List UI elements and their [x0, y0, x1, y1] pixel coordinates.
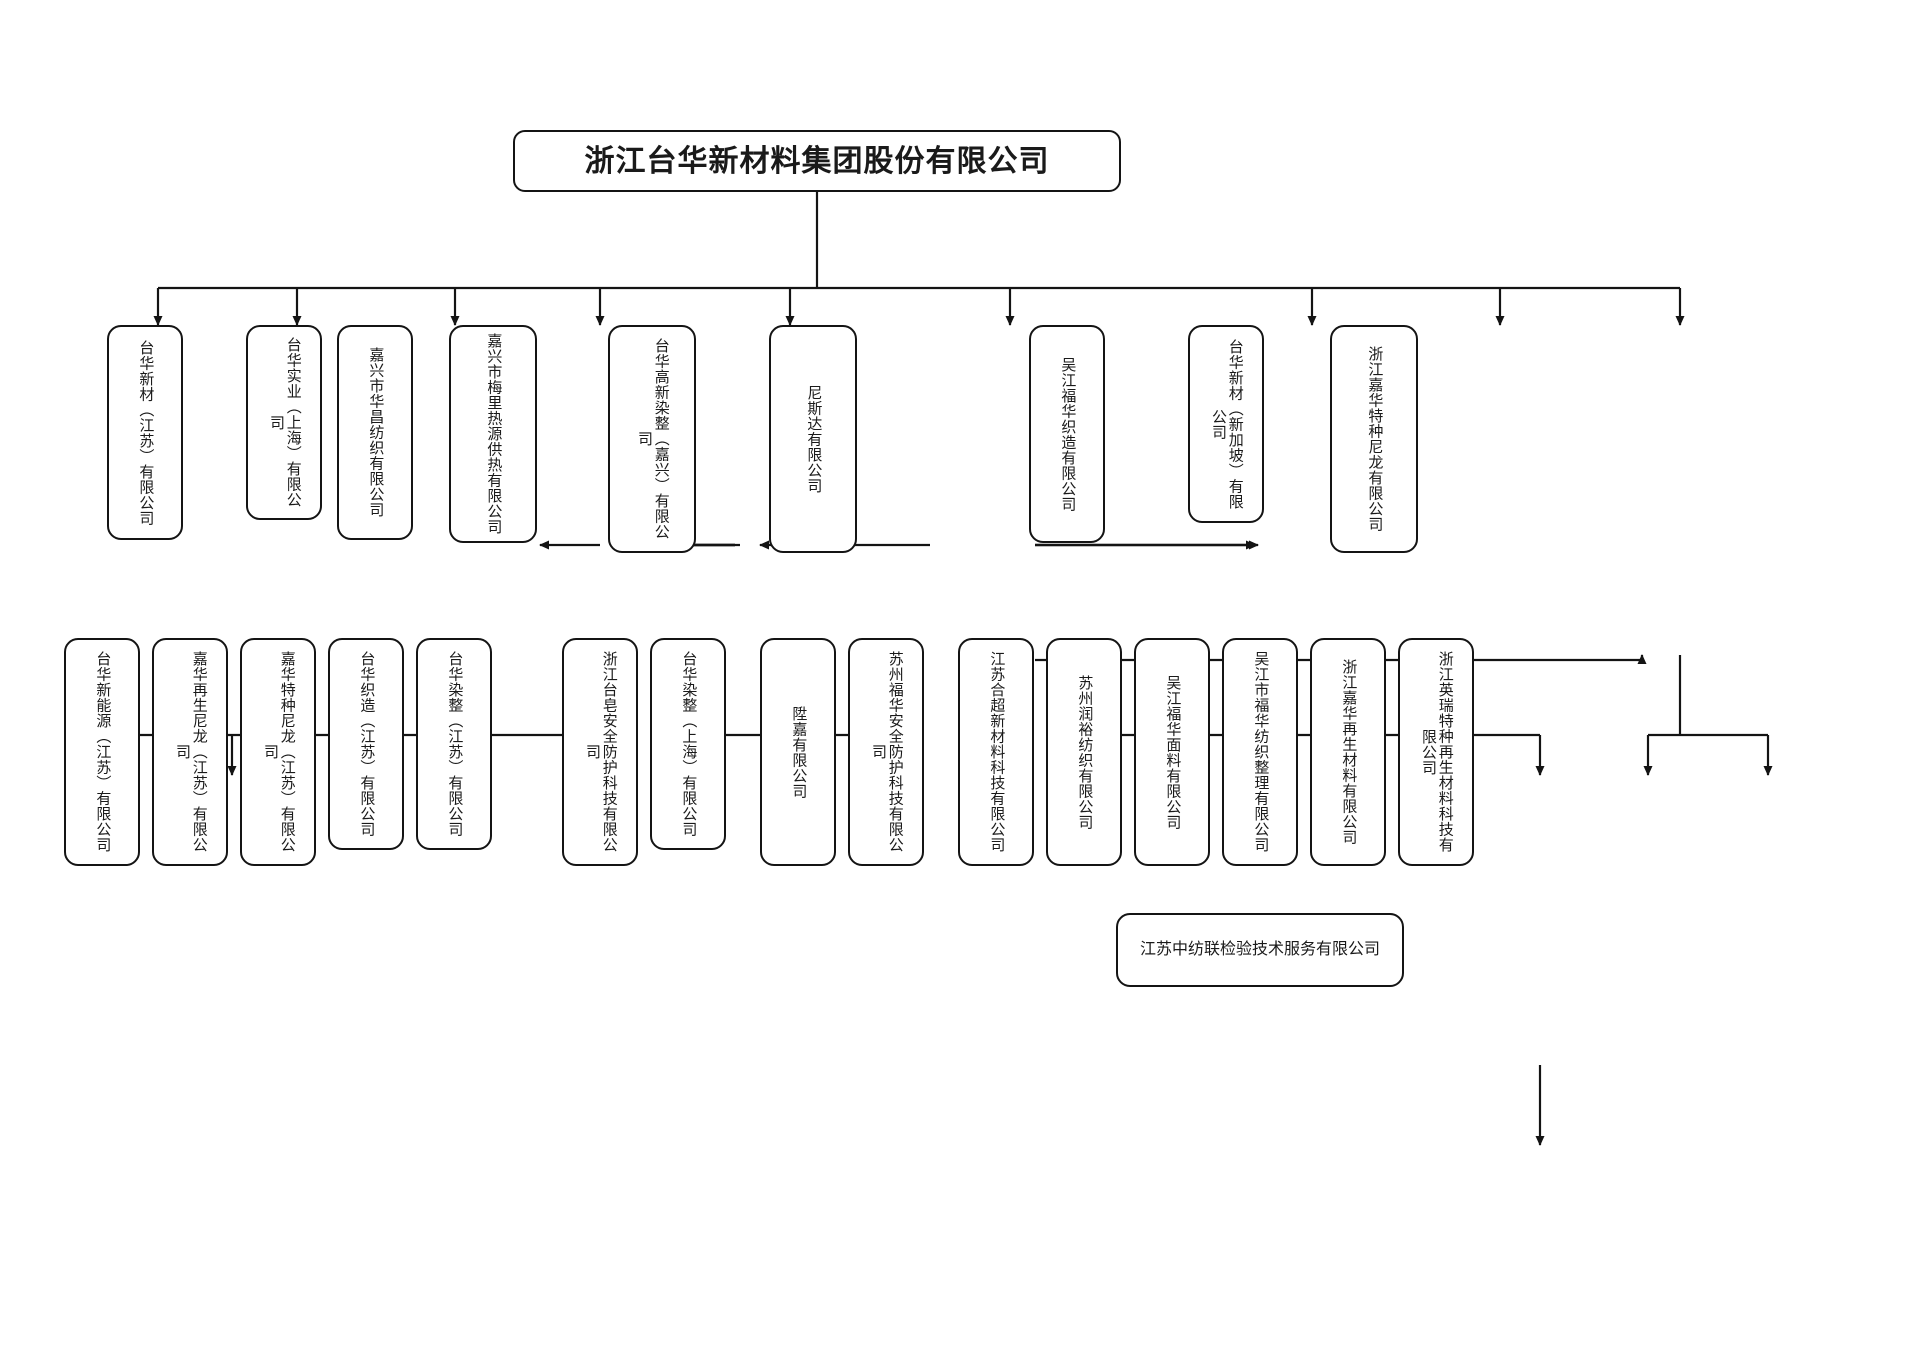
level2-node-8[interactable]: 台华新材（新加坡）有限公司 — [1188, 325, 1264, 523]
level2-label-2: 台华实业（上海）有限公司 — [268, 337, 302, 508]
level3-node-13[interactable]: 吴江市福华纺织整理有限公司 — [1222, 638, 1298, 866]
level3-label-6: 浙江台皂安全防护科技有限公司 — [584, 651, 618, 853]
level4-label-1: 江苏中纺联检验技术服务有限公司 — [1139, 940, 1380, 958]
level2-label-6: 尼斯达有限公司 — [805, 384, 823, 494]
level3-node-6[interactable]: 浙江台皂安全防护科技有限公司 — [562, 638, 638, 866]
level2-node-2[interactable]: 台华实业（上海）有限公司 — [246, 325, 322, 520]
level3-node-5[interactable]: 台华染整（江苏）有限公司 — [416, 638, 492, 850]
level3-node-10[interactable]: 江苏合超新材料科技有限公司 — [958, 638, 1034, 866]
root-company-label: 浙江台华新材料集团股份有限公司 — [584, 144, 1050, 178]
level3-node-15[interactable]: 浙江英瑞特种再生材料科技有限公司 — [1398, 638, 1474, 866]
level3-label-4: 台华织造（江苏）有限公司 — [358, 651, 376, 837]
level3-node-2[interactable]: 嘉华再生尼龙（江苏）有限公司 — [152, 638, 228, 866]
level2-node-5[interactable]: 台华高新染整（嘉兴）有限公司 — [608, 325, 696, 553]
level3-label-8: 陞嘉有限公司 — [790, 705, 808, 799]
level2-node-9[interactable]: 浙江嘉华特种尼龙有限公司 — [1330, 325, 1418, 553]
level3-node-14[interactable]: 浙江嘉华再生材料有限公司 — [1310, 638, 1386, 866]
level2-node-1[interactable]: 台华新材（江苏）有限公司 — [107, 325, 183, 540]
level3-label-14: 浙江嘉华再生材料有限公司 — [1340, 659, 1358, 845]
level3-label-12: 吴江福华面料有限公司 — [1164, 674, 1182, 830]
level3-label-5: 台华染整（江苏）有限公司 — [446, 651, 464, 837]
level2-label-7: 吴江福华织造有限公司 — [1059, 356, 1077, 512]
level3-node-3[interactable]: 嘉华特种尼龙（江苏）有限公司 — [240, 638, 316, 866]
level2-label-1: 台华新材（江苏）有限公司 — [137, 339, 155, 526]
level3-label-11: 苏州润裕纺织有限公司 — [1076, 674, 1094, 830]
level3-label-13: 吴江市福华纺织整理有限公司 — [1252, 651, 1270, 853]
level2-label-3: 嘉兴市华昌纺织有限公司 — [367, 347, 385, 518]
level3-label-1: 台华新能源（江苏）有限公司 — [94, 651, 112, 853]
level2-node-7[interactable]: 吴江福华织造有限公司 — [1029, 325, 1105, 543]
root-company-node[interactable]: 浙江台华新材料集团股份有限公司 — [513, 130, 1121, 192]
level3-label-10: 江苏合超新材料科技有限公司 — [988, 651, 1006, 853]
level2-node-3[interactable]: 嘉兴市华昌纺织有限公司 — [337, 325, 413, 540]
level2-label-8: 台华新材（新加坡）有限公司 — [1210, 338, 1244, 510]
level3-label-7: 台华染整（上海）有限公司 — [680, 651, 698, 837]
level4-node-1[interactable]: 江苏中纺联检验技术服务有限公司 — [1116, 913, 1404, 987]
level3-label-3: 嘉华特种尼龙（江苏）有限公司 — [262, 651, 296, 853]
level3-label-9: 苏州福华安全防护科技有限公司 — [870, 651, 904, 853]
level3-label-2: 嘉华再生尼龙（江苏）有限公司 — [174, 651, 208, 853]
level3-label-15: 浙江英瑞特种再生材料科技有限公司 — [1420, 651, 1454, 853]
level2-label-5: 台华高新染整（嘉兴）有限公司 — [636, 338, 670, 540]
level3-node-1[interactable]: 台华新能源（江苏）有限公司 — [64, 638, 140, 866]
level2-label-4: 嘉兴市梅里热源供热有限公司 — [485, 333, 503, 535]
level2-node-4[interactable]: 嘉兴市梅里热源供热有限公司 — [449, 325, 537, 543]
level2-node-6[interactable]: 尼斯达有限公司 — [769, 325, 857, 553]
level3-node-7[interactable]: 台华染整（上海）有限公司 — [650, 638, 726, 850]
level3-node-11[interactable]: 苏州润裕纺织有限公司 — [1046, 638, 1122, 866]
level3-node-12[interactable]: 吴江福华面料有限公司 — [1134, 638, 1210, 866]
level2-label-9: 浙江嘉华特种尼龙有限公司 — [1366, 346, 1384, 532]
level3-node-9[interactable]: 苏州福华安全防护科技有限公司 — [848, 638, 924, 866]
level3-node-8[interactable]: 陞嘉有限公司 — [760, 638, 836, 866]
level3-node-4[interactable]: 台华织造（江苏）有限公司 — [328, 638, 404, 850]
